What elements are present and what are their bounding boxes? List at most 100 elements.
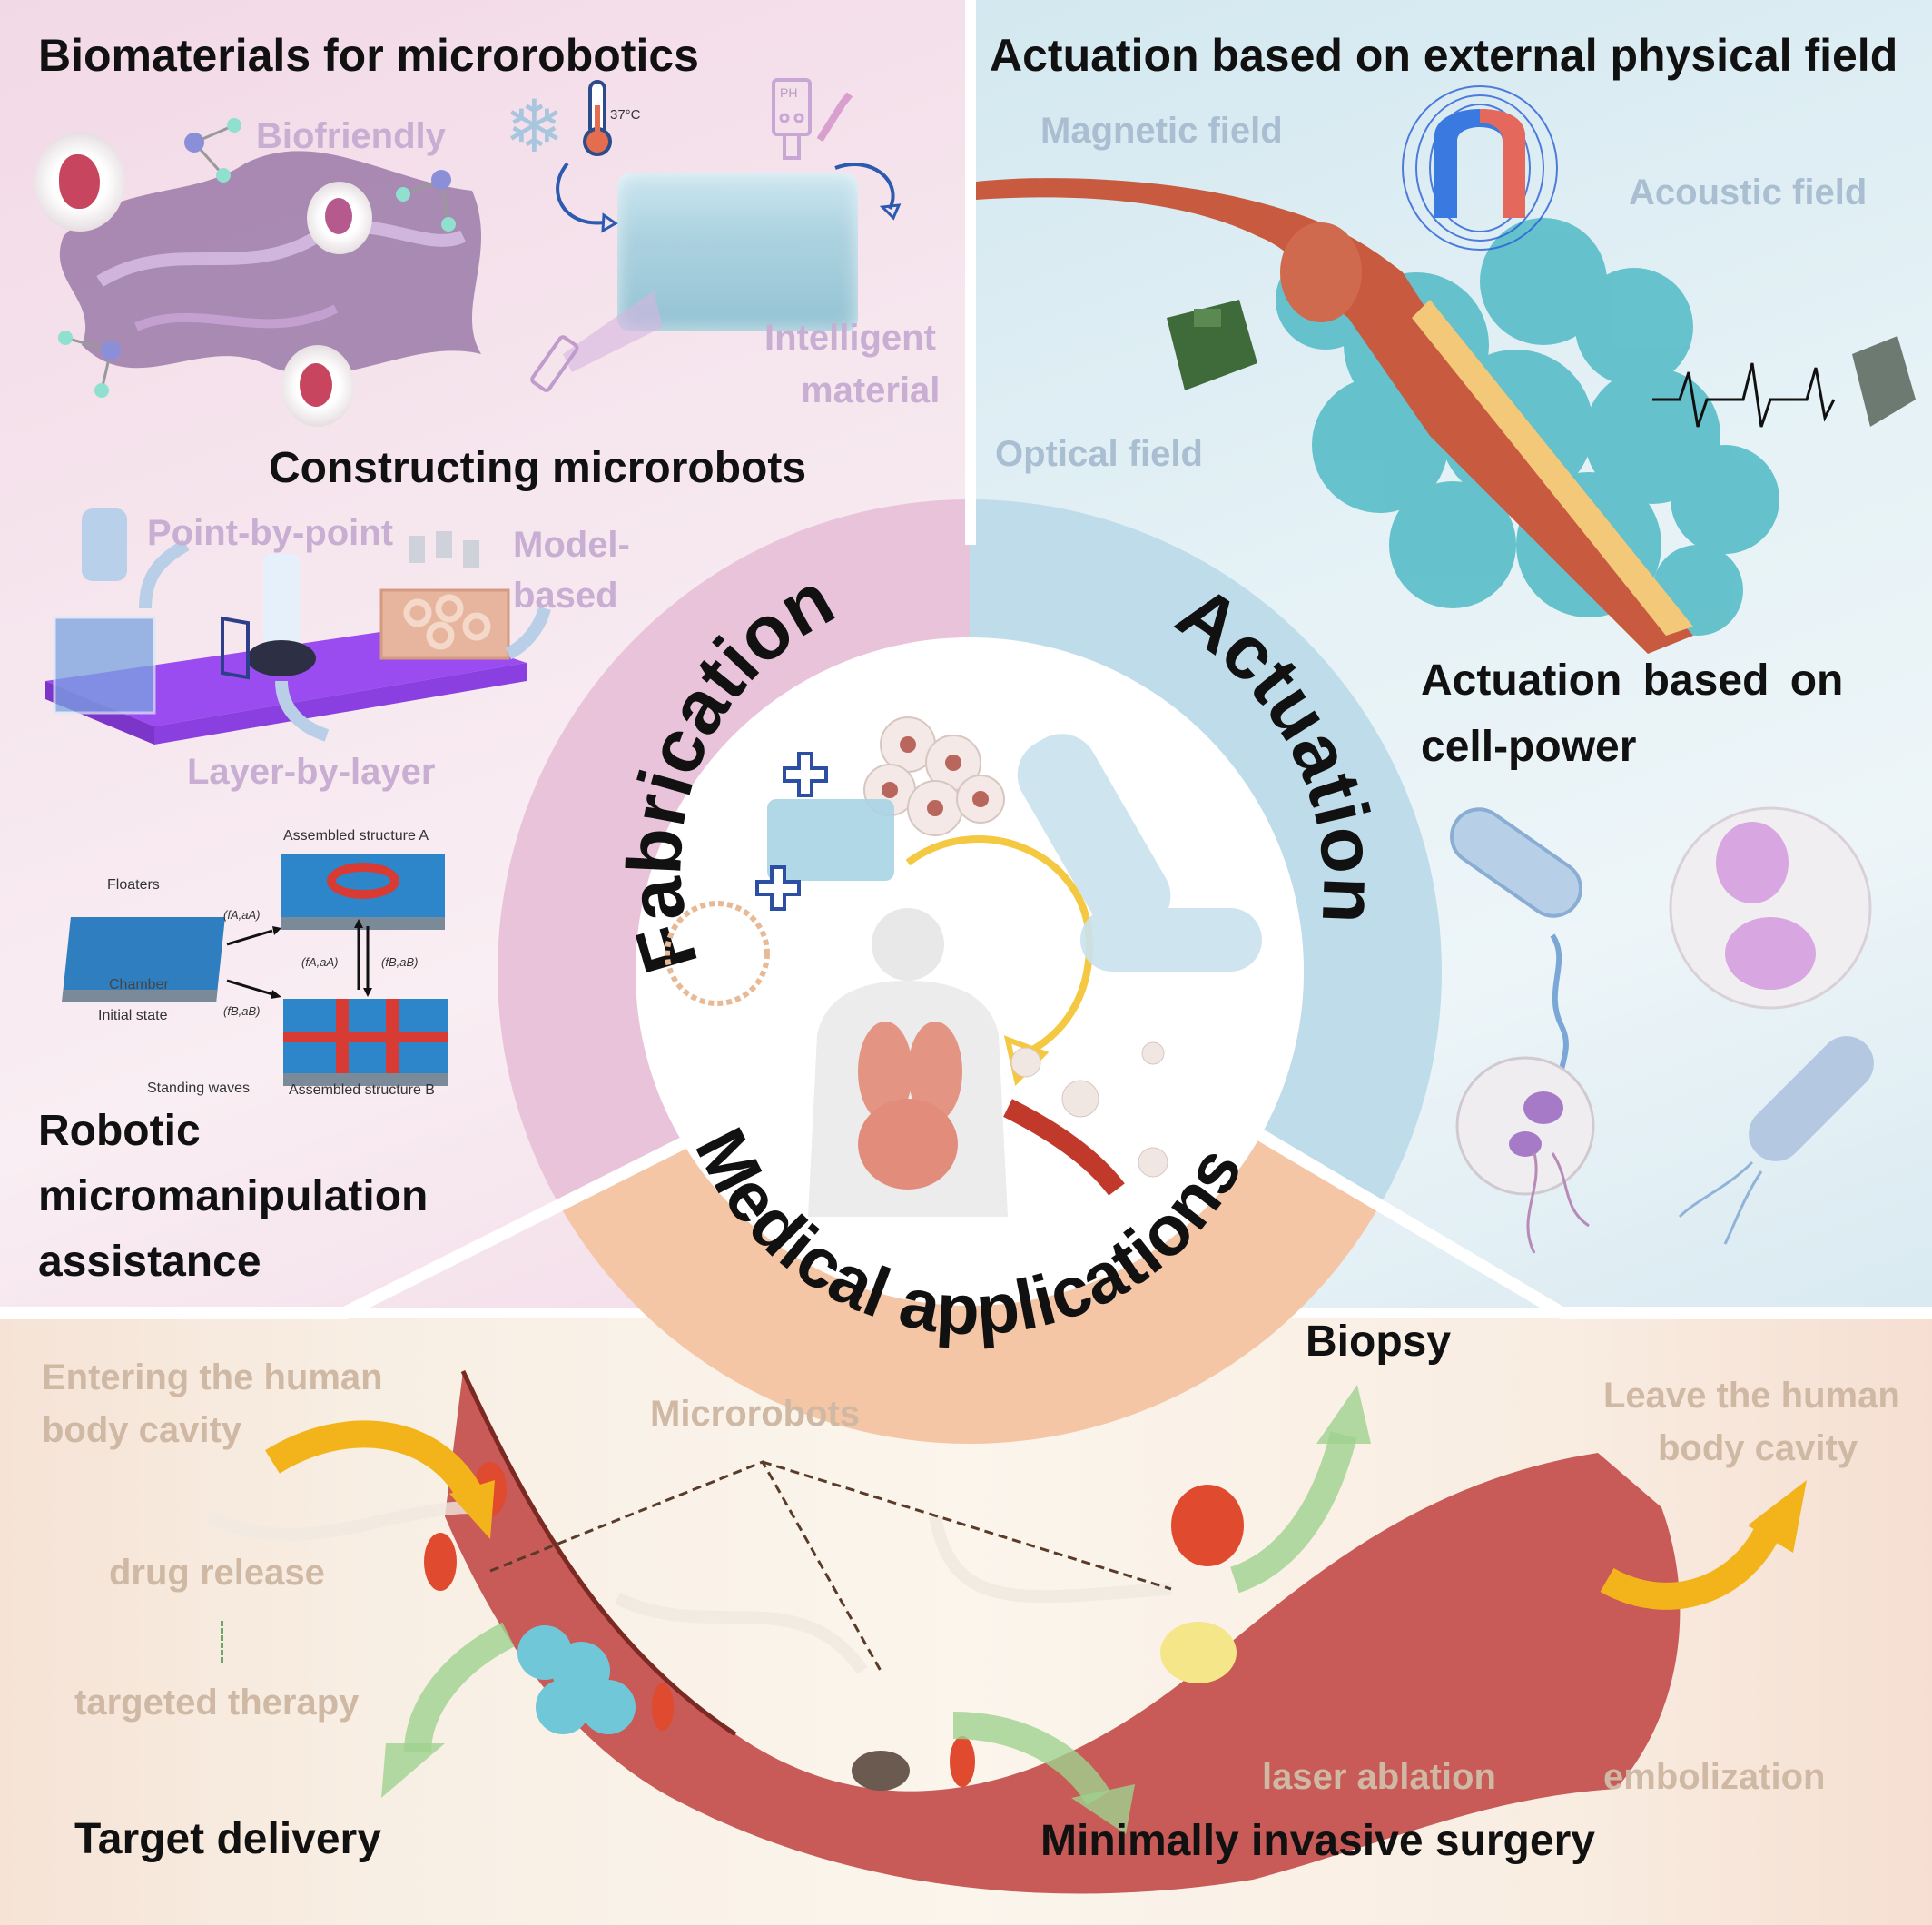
biopsy-tissue-icon [1160, 1622, 1237, 1683]
membrane-highlight [96, 221, 467, 287]
molecule-icons [58, 118, 456, 398]
layer-by-layer-label: Layer-by-layer [187, 752, 436, 792]
arrow-icon [505, 607, 551, 660]
surgery-arrow-icon [952, 1712, 1110, 1806]
cell-nucleus [59, 154, 100, 209]
target-delivery-title: Target delivery [74, 1815, 381, 1863]
leave-arrow-icon [1600, 1519, 1783, 1610]
floaters-label: Floaters [107, 877, 160, 893]
microrobots-label: Microrobots [650, 1394, 861, 1434]
standing-waves-label: Standing waves [147, 1081, 250, 1096]
leave-label-line1: Leave the human [1603, 1376, 1900, 1416]
macrophage-icon [1455, 1056, 1595, 1254]
plus-icon [783, 752, 828, 797]
hydrogel-block-small [767, 799, 894, 881]
neutrophil-icon [1669, 806, 1872, 1010]
param-a-label: (fA,aA) [223, 908, 261, 922]
target-delivery-arrow-icon [404, 1622, 515, 1753]
entering-label-line2: body cavity [42, 1410, 242, 1450]
human-body-icon [808, 908, 1008, 1217]
cell-power-title-line2: cell-power [1421, 723, 1637, 771]
tumor-cluster-icon [518, 1625, 636, 1734]
acoustic-signal-icon [1652, 336, 1916, 428]
flagellated-bacterium-icon [1678, 1036, 1874, 1245]
grid-pattern [283, 1032, 448, 1042]
fiber-tangle-icon [665, 901, 770, 1006]
assembled-structure-a [281, 854, 445, 930]
arrow-icon [139, 538, 190, 609]
biopsy-arrow-icon [1229, 1431, 1357, 1594]
robotic-label-line3: assistance [38, 1238, 261, 1286]
leave-label-line2: body cavity [1658, 1428, 1858, 1468]
intelligent-label-line1: Intelligent [764, 318, 936, 358]
point-by-point-label: Point-by-point [147, 513, 394, 553]
laser-device-icon [1167, 300, 1257, 390]
intelligent-label-line2: material [801, 370, 941, 410]
cell-nucleus [300, 363, 332, 407]
optical-field-label: Optical field [995, 434, 1203, 474]
molecule-icon [184, 118, 242, 183]
dashed-connector [221, 1621, 223, 1663]
biomaterial-membrane-illustration [59, 151, 482, 375]
structure-a-label: Assembled structure A [283, 828, 429, 844]
molecule-icon [58, 331, 121, 398]
thermometer-icon [583, 80, 612, 156]
acoustic-field-label: Acoustic field [1629, 173, 1868, 212]
ring-segment-actuation [970, 499, 1443, 1208]
external-field-title: Actuation based on external physical fie… [990, 30, 1898, 81]
blood-vessel-illustration [976, 178, 1693, 654]
ph-label: PH [780, 85, 798, 100]
snowflake-icon: ❄ [504, 86, 566, 167]
biomaterials-title: Biomaterials for microrobotics [38, 30, 699, 81]
flashlight-icon [530, 291, 663, 392]
drug-release-label: drug release [109, 1553, 325, 1593]
biopsy-title: Biopsy [1306, 1318, 1452, 1366]
cell-nucleus [325, 198, 352, 234]
magnetic-field-label: Magnetic field [1040, 111, 1283, 151]
ring-segment-medical [560, 1139, 1379, 1444]
cycle-arrow-icon [905, 835, 1094, 1057]
temperature-label: 37°C [610, 107, 641, 123]
point-by-point-printer [82, 508, 127, 581]
vessel-segment-icon [1003, 1099, 1125, 1196]
chamber-label: Chamber [109, 977, 169, 992]
ring-pattern [327, 863, 399, 899]
microrobot-catheter [614, 1592, 868, 1675]
magnet-icon [1402, 85, 1558, 251]
laser-ablation-label: laser ablation [1262, 1757, 1496, 1797]
model-based-label-line1: Model- [513, 525, 630, 565]
param-b-label: (fB,aB) [223, 1004, 261, 1018]
cell-microrobots-illustration [1450, 806, 1874, 1254]
printing-platform-illustration [45, 508, 551, 745]
ring-segment-fabrication [497, 499, 970, 1208]
membrane-highlight [134, 304, 339, 331]
rod-microrobot-icon [1017, 734, 1262, 972]
cycle-arrows-icon [556, 162, 902, 233]
molecule-icon [396, 170, 456, 232]
robotic-label-line2: micromanipulation [38, 1172, 429, 1220]
targeted-therapy-label: targeted therapy [74, 1683, 360, 1723]
initial-state-label: Initial state [98, 1008, 168, 1023]
ph-meter-icon [772, 78, 853, 160]
assembled-structure-b [283, 999, 448, 1086]
ablation-site-icon [852, 1751, 910, 1791]
constructing-title: Constructing microrobots [269, 444, 807, 492]
cell-power-title-line1: Actuation based on [1421, 656, 1844, 705]
medical-arrows [265, 1385, 1807, 1834]
biofriendly-label: Biofriendly [256, 116, 446, 156]
center-cycle-illustration [665, 716, 1262, 1217]
minimally-invasive-title: Minimally invasive surgery [1040, 1817, 1595, 1865]
param-a-label: (fA,aA) [301, 955, 339, 969]
robotic-label-line1: Robotic [38, 1107, 201, 1155]
embolization-label: embolization [1603, 1757, 1826, 1797]
entering-arrow-icon [265, 1420, 485, 1505]
structure-b-label: Assembled structure B [289, 1082, 435, 1098]
microrobot-catheter [205, 1501, 473, 1541]
model-based-label-line2: based [513, 576, 618, 616]
entering-label-line1: Entering the human [42, 1357, 383, 1397]
hydrogel-block [617, 173, 858, 331]
red-blood-cell-icon [424, 1462, 1244, 1787]
microrobot-catheter [929, 1515, 1172, 1604]
transition-arrows [226, 919, 372, 999]
